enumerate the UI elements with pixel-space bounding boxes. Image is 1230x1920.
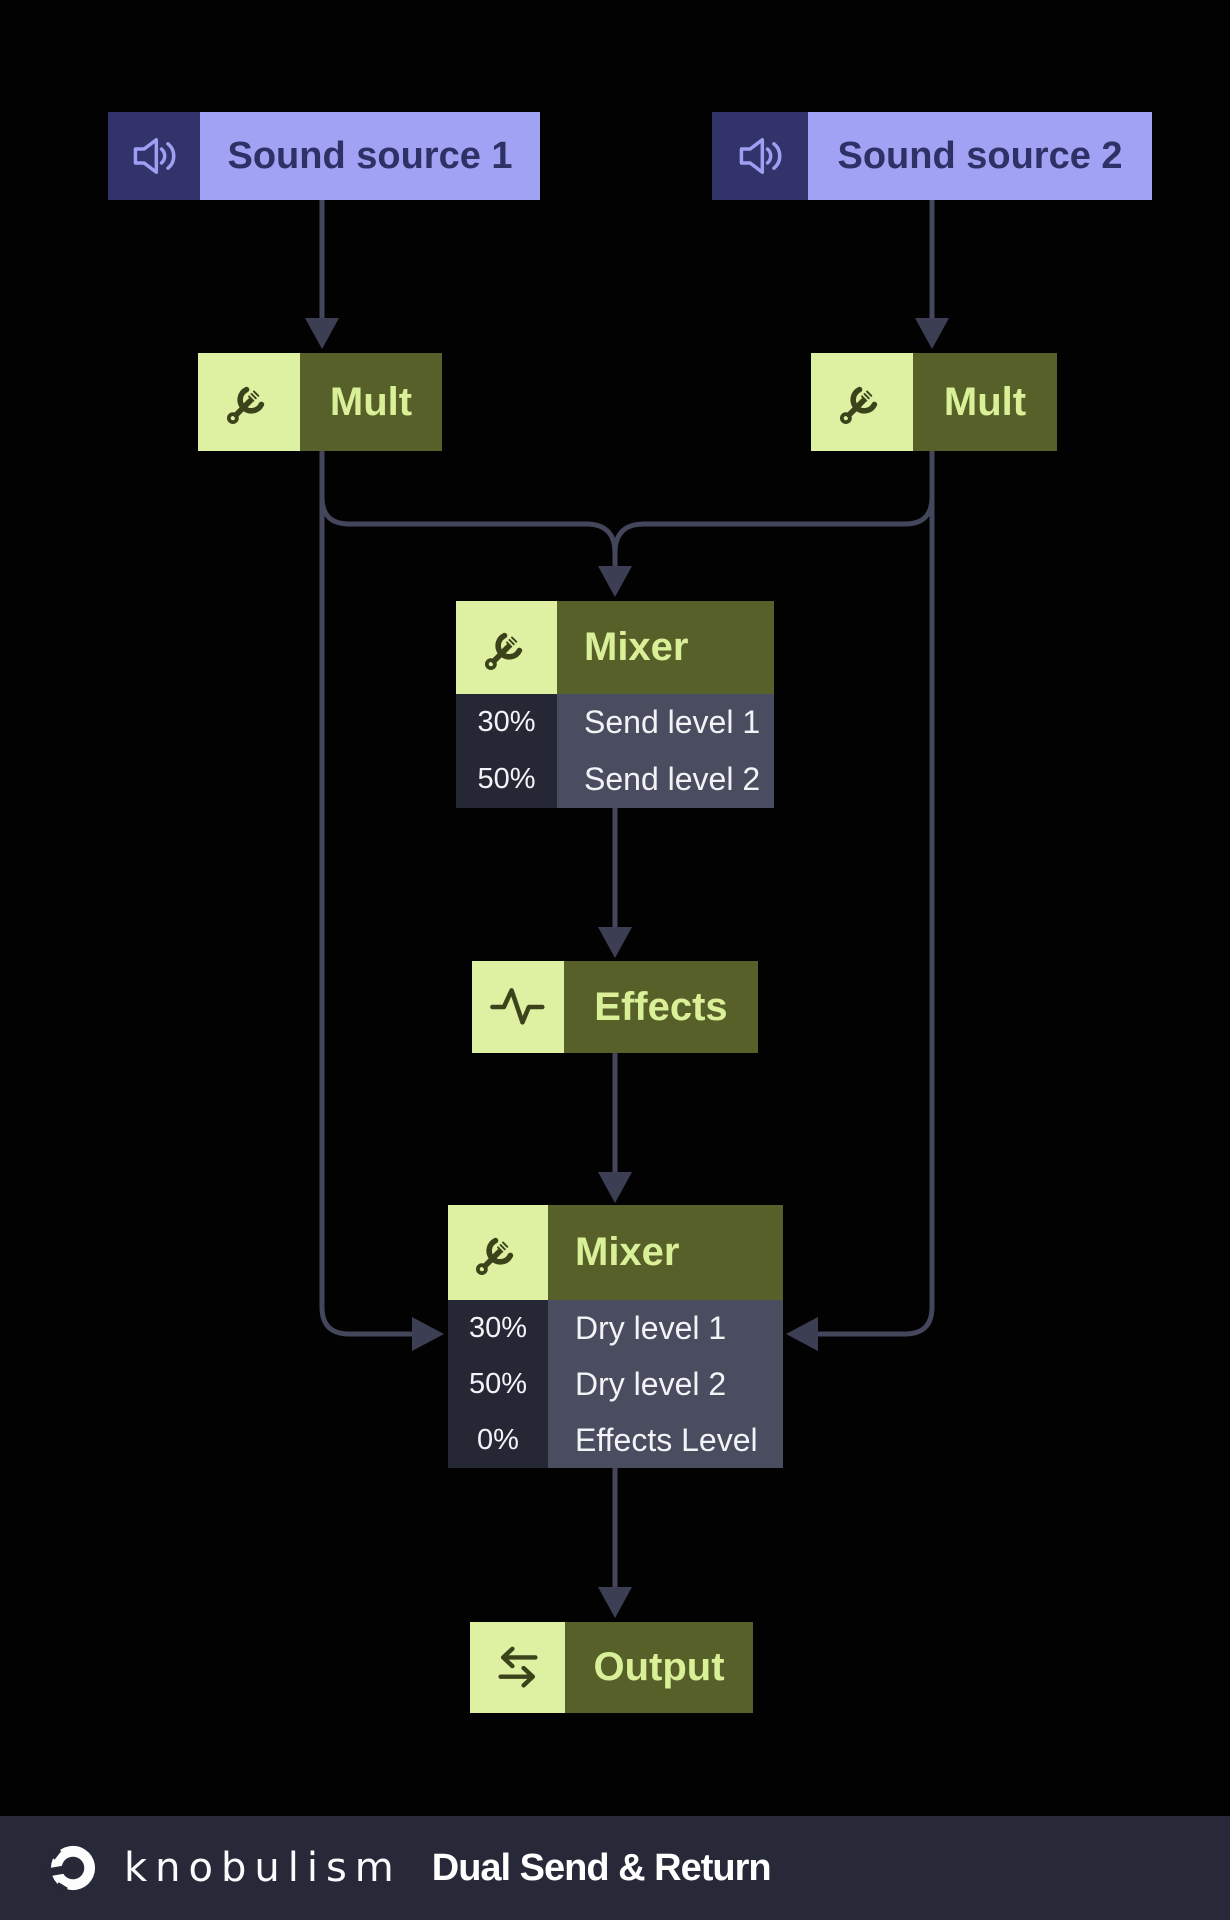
- knob-logo-icon: [46, 1841, 100, 1895]
- node-label: Mixer: [548, 1205, 783, 1300]
- node-label: Output: [565, 1622, 753, 1713]
- wrench-icon: [448, 1205, 548, 1300]
- waveform-icon: [472, 961, 564, 1053]
- node-sound-source-2: Sound source 2: [712, 112, 1152, 200]
- node-label: Sound source 1: [200, 112, 540, 200]
- arrow-into-mixer1: [598, 566, 632, 597]
- arrow-into-output: [598, 1587, 632, 1618]
- param-label: Dry level 2: [548, 1356, 783, 1412]
- node-label: Mult: [913, 353, 1057, 451]
- param-value: 30%: [448, 1300, 548, 1356]
- param-value: 0%: [448, 1412, 548, 1468]
- node-output: Output: [470, 1622, 753, 1713]
- arrow-into-mult2: [915, 318, 949, 349]
- speaker-icon: [108, 112, 200, 200]
- param-label: Dry level 1: [548, 1300, 783, 1356]
- wrench-icon: [198, 353, 300, 451]
- wrench-icon: [456, 601, 557, 694]
- node-effects: Effects: [472, 961, 758, 1053]
- wire-mult1-dry-to-mixer2: [319, 448, 415, 1337]
- node-mult-1: Mult: [198, 353, 442, 451]
- node-mixer-2: Mixer 30% Dry level 1 50% Dry level 2 0%…: [448, 1205, 783, 1468]
- diagram-title: Dual Send & Return: [431, 1846, 772, 1889]
- param-label: Send level 2: [557, 751, 774, 808]
- node-sound-source-1: Sound source 1: [108, 112, 540, 200]
- param-label: Effects Level: [548, 1412, 783, 1468]
- wire-mult2-dry-to-mixer2: [815, 448, 935, 1337]
- footer-bar: knobulism Dual Send & Return: [0, 1816, 1230, 1920]
- mixer-param-row: 30% Dry level 1: [448, 1300, 783, 1356]
- arrow-into-effects: [598, 927, 632, 958]
- arrow-into-mixer2-top: [598, 1172, 632, 1203]
- node-label: Effects: [564, 961, 758, 1053]
- mixer-param-row: 30% Send level 1: [456, 694, 774, 751]
- mixer-param-row: 0% Effects Level: [448, 1412, 783, 1468]
- param-label: Send level 1: [557, 694, 774, 751]
- param-value: 30%: [456, 694, 557, 751]
- node-label: Sound source 2: [808, 112, 1152, 200]
- wire-mult2-send-to-mixer1: [612, 494, 935, 556]
- speaker-icon: [712, 112, 808, 200]
- mixer-param-row: 50% Send level 2: [456, 751, 774, 808]
- node-label: Mixer: [557, 601, 774, 694]
- wrench-icon: [811, 353, 913, 451]
- arrowheads: [305, 318, 949, 1618]
- transfer-icon: [470, 1622, 565, 1713]
- node-mult-2: Mult: [811, 353, 1057, 451]
- param-value: 50%: [456, 751, 557, 808]
- node-mixer-1: Mixer 30% Send level 1 50% Send level 2: [456, 601, 774, 808]
- wire-mult1-send-to-mixer1: [319, 494, 618, 571]
- arrow-into-mixer2-right: [786, 1317, 818, 1351]
- node-label: Mult: [300, 353, 442, 451]
- param-value: 50%: [448, 1356, 548, 1412]
- arrow-into-mixer2-left: [412, 1317, 444, 1351]
- mixer-param-row: 50% Dry level 2: [448, 1356, 783, 1412]
- arrow-into-mult1: [305, 318, 339, 349]
- brand-name: knobulism: [124, 1845, 402, 1891]
